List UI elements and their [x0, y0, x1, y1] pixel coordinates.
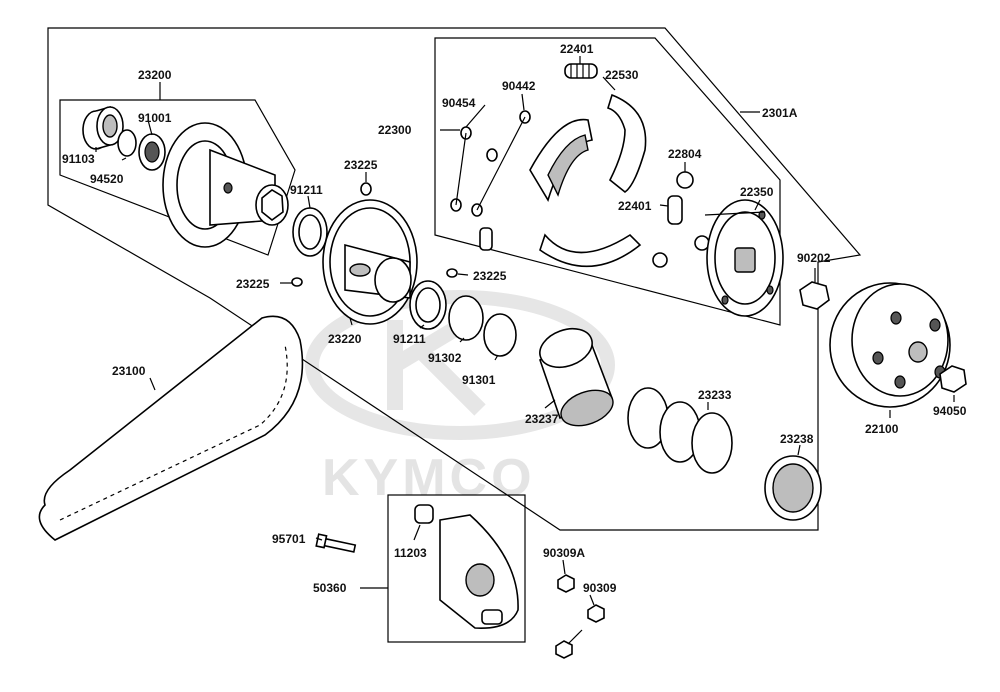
- label-23200: 23200: [138, 68, 172, 82]
- cup-23238: [764, 455, 822, 521]
- bolt-23225-right: [446, 268, 458, 278]
- nut-90202: [799, 281, 830, 310]
- label-23225-top: 23225: [344, 158, 378, 172]
- oring-91301: [483, 313, 517, 357]
- label-94520: 94520: [90, 172, 124, 186]
- label-23238: 23238: [780, 432, 814, 446]
- label-22100: 22100: [865, 422, 899, 436]
- clutch-plate-22350: [704, 199, 784, 317]
- collar-23237: [538, 327, 614, 427]
- drive-face-assembly: [162, 122, 289, 248]
- leader-lines: [95, 56, 955, 645]
- label-91211-lower: 91211: [393, 332, 426, 346]
- spring-22401-right: [667, 195, 683, 225]
- nut-90309: [587, 604, 605, 623]
- label-2301A: 2301A: [762, 106, 798, 120]
- label-22401-top: 22401: [560, 42, 594, 56]
- seal-91211-upper: [292, 207, 328, 257]
- bearing-91001: [138, 133, 166, 171]
- clutch-bell-22100: [829, 282, 951, 408]
- label-22350: 22350: [740, 185, 774, 199]
- roller-pin-2: [652, 252, 668, 268]
- nut-90309-lower: [555, 640, 573, 659]
- label-90442: 90442: [502, 79, 536, 93]
- oring-91302: [448, 295, 484, 341]
- label-23225-right: 23225: [473, 269, 507, 283]
- label-22804: 22804: [668, 147, 702, 161]
- bracket-50360: [439, 514, 519, 629]
- label-23233: 23233: [698, 388, 732, 402]
- label-90454: 90454: [442, 96, 476, 110]
- bracket-box: [387, 494, 526, 643]
- label-91103: 91103: [62, 152, 95, 166]
- label-91211-upper: 91211: [290, 183, 323, 197]
- label-11203: 11203: [394, 546, 427, 560]
- label-91302: 91302: [428, 351, 462, 365]
- label-23100: 23100: [112, 364, 146, 378]
- spring-22401-top: [564, 63, 598, 79]
- clutch-shoe-bottom: [539, 233, 642, 268]
- assembly-outline: [47, 27, 862, 531]
- label-23237: 23237: [525, 412, 559, 426]
- label-95701: 95701: [272, 532, 306, 546]
- clutch-shoe-22530: [607, 93, 647, 193]
- label-90309A: 90309A: [543, 546, 585, 560]
- clutch-shoe-left: [529, 118, 593, 202]
- seal-91211-lower: [409, 280, 447, 330]
- collar-11203: [414, 504, 434, 524]
- label-22401-right: 22401: [618, 199, 652, 213]
- label-94050: 94050: [933, 404, 967, 418]
- label-50360: 50360: [313, 581, 347, 595]
- label-22530: 22530: [605, 68, 639, 82]
- drive-belt-23100: [38, 315, 304, 541]
- spring-23233: [627, 387, 733, 474]
- bolt-23225-left: [291, 277, 303, 287]
- nut-90309A: [557, 574, 575, 593]
- label-91001: 91001: [138, 111, 172, 125]
- driven-face-23220: [322, 199, 418, 325]
- bolt-95701: [315, 533, 357, 553]
- label-23225-left: 23225: [236, 277, 270, 291]
- part-labels: 23200 91001 91103 94520 91211 23225 2322…: [62, 42, 967, 595]
- bearing-91103: [82, 105, 124, 150]
- washer-94520: [117, 129, 137, 157]
- label-23220: 23220: [328, 332, 362, 346]
- small-parts-left: [450, 110, 531, 251]
- nut-94050: [939, 365, 967, 393]
- roller-22804: [676, 171, 694, 189]
- bolt-23225-top: [360, 182, 372, 196]
- label-90309: 90309: [583, 581, 617, 595]
- label-90202: 90202: [797, 251, 831, 265]
- label-22300: 22300: [378, 123, 412, 137]
- watermark-text: KYMCO: [322, 449, 536, 507]
- label-91301: 91301: [462, 373, 496, 387]
